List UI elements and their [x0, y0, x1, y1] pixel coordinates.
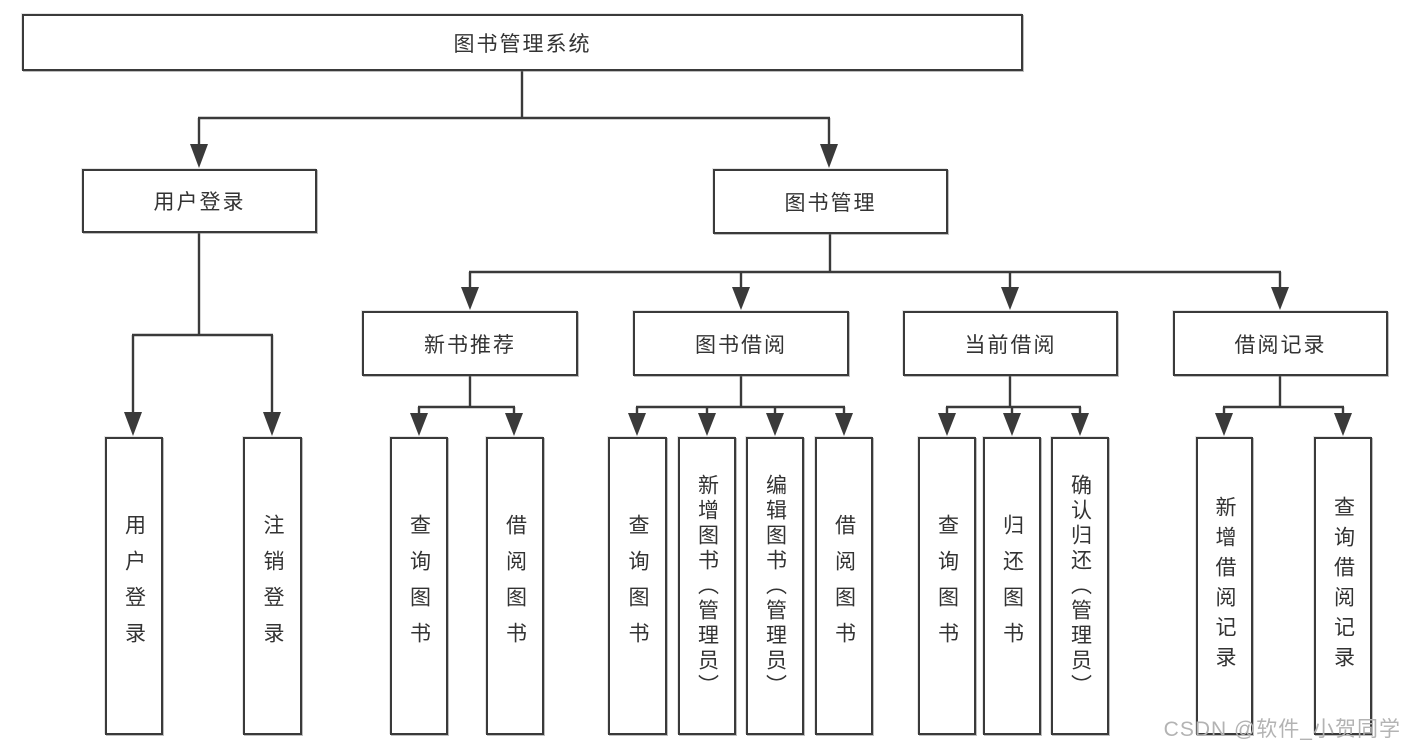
leaf-query-books-current-label: 查询图书 — [935, 514, 959, 658]
edge-book-borrow-to-leaves — [628, 376, 853, 436]
edge-new-book-recommend-to-leaves — [410, 376, 523, 436]
leaf-add-book-admin: 新增图书（管理员） — [678, 437, 736, 735]
node-user-login: 用户登录 — [82, 169, 317, 233]
node-book-management: 图书管理 — [713, 169, 948, 234]
node-user-login-label: 用户登录 — [153, 191, 246, 214]
leaf-query-books-recommend: 查询图书 — [390, 437, 448, 735]
node-root-system-label: 图书管理系统 — [453, 32, 592, 56]
node-book-management-label: 图书管理 — [784, 191, 877, 215]
leaf-add-book-admin-label: 新增图书（管理员） — [695, 473, 719, 699]
node-new-book-recommend: 新书推荐 — [362, 311, 578, 376]
leaf-edit-book-admin: 编辑图书（管理员） — [746, 437, 804, 735]
node-borrow-records-label: 借阅记录 — [1234, 333, 1327, 357]
leaf-logout-label: 注销登录 — [261, 514, 284, 658]
leaf-borrow-books: 借阅图书 — [815, 437, 873, 735]
node-root-system: 图书管理系统 — [22, 14, 1023, 71]
node-borrow-records: 借阅记录 — [1173, 311, 1388, 376]
node-book-borrow-label: 图书借阅 — [695, 333, 787, 357]
leaf-return-book-label: 归还图书 — [1000, 514, 1024, 658]
node-new-book-recommend-label: 新书推荐 — [424, 333, 516, 357]
watermark: CSDN @软件_小贺同学 — [1163, 718, 1401, 741]
leaf-query-borrow-record: 查询借阅记录 — [1314, 437, 1372, 735]
leaf-add-borrow-record: 新增借阅记录 — [1196, 437, 1253, 735]
node-book-borrow: 图书借阅 — [633, 311, 849, 376]
leaf-query-books-current: 查询图书 — [918, 437, 976, 735]
leaf-logout: 注销登录 — [243, 437, 302, 735]
leaf-confirm-return-admin: 确认归还（管理员） — [1051, 437, 1109, 735]
edge-root-to-level2 — [190, 70, 838, 168]
leaf-confirm-return-admin-label: 确认归还（管理员） — [1068, 473, 1092, 699]
leaf-borrow-books-recommend: 借阅图书 — [486, 437, 544, 735]
leaf-query-books-recommend-label: 查询图书 — [407, 514, 431, 658]
leaf-borrow-books-recommend-label: 借阅图书 — [503, 514, 527, 658]
leaf-return-book: 归还图书 — [983, 437, 1041, 735]
leaf-query-books-borrow-label: 查询图书 — [626, 514, 649, 658]
leaf-user-login: 用户登录 — [105, 437, 163, 735]
leaf-user-login-label: 用户登录 — [122, 514, 146, 658]
leaf-query-books-borrow: 查询图书 — [608, 437, 667, 735]
edge-borrow-records-to-leaves — [1215, 376, 1352, 436]
edge-book-management-to-modules — [461, 234, 1289, 310]
node-current-borrow: 当前借阅 — [903, 311, 1118, 376]
edge-current-borrow-to-leaves — [938, 376, 1089, 436]
edge-user-login-to-leaves — [124, 233, 281, 436]
leaf-borrow-books-label: 借阅图书 — [832, 514, 856, 658]
leaf-add-borrow-record-label: 新增借阅记录 — [1213, 496, 1236, 676]
leaf-edit-book-admin-label: 编辑图书（管理员） — [763, 473, 787, 699]
node-current-borrow-label: 当前借阅 — [964, 333, 1057, 357]
leaf-query-borrow-record-label: 查询借阅记录 — [1331, 496, 1355, 676]
